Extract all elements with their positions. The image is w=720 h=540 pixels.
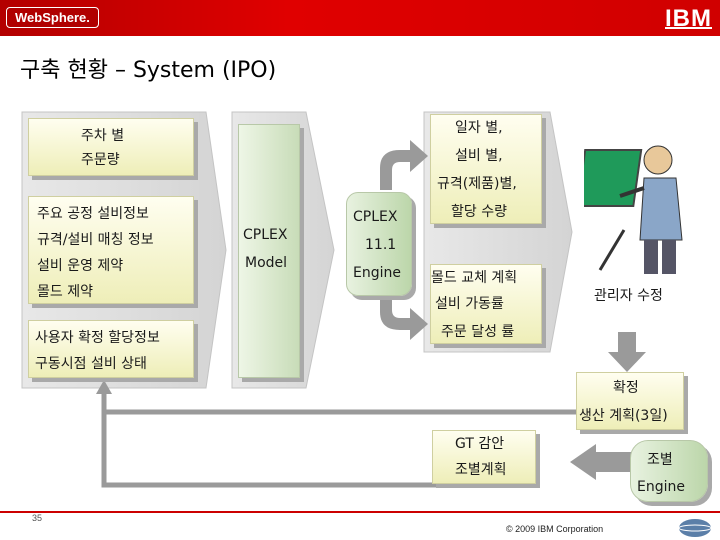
allocation-output-box: 일자 별, 설비 별, 규격(제품)별, 할당 수량 — [430, 114, 542, 224]
page-title: 구축 현황 – System (IPO) — [20, 58, 277, 83]
engine-line1: CPLEX — [353, 209, 398, 225]
user-info-line1: 사용자 확정 할당정보 — [35, 330, 160, 346]
shift-to-gt-arrow — [570, 444, 640, 480]
confirmed-plan-line2: 생산 계획(3일) — [579, 408, 668, 424]
shift-engine-box: 조별 Engine — [630, 440, 708, 502]
feedback-line — [101, 390, 580, 415]
weekly-demand-line2: 주문량 — [81, 152, 120, 168]
user-info-box: 사용자 확정 할당정보 구동시점 설비 상태 — [28, 320, 194, 378]
engine-to-allocation-arrow — [380, 140, 428, 190]
metrics-line1: 몰드 교체 계획 — [431, 270, 518, 286]
cplex-model-box: CPLEX Model — [238, 124, 300, 378]
model-line1: CPLEX — [243, 227, 288, 243]
page-number: 35 — [32, 513, 43, 523]
shift-engine-line2: Engine — [637, 479, 685, 495]
copyright: © 2009 IBM Corporation — [506, 524, 604, 534]
manager-presenter-icon — [584, 145, 683, 274]
engine-line2: 11.1 — [365, 237, 397, 253]
metrics-output-box: 몰드 교체 계획 설비 가동률 주문 달성 률 — [430, 264, 542, 344]
process-info-line4: 몰드 제약 — [37, 284, 93, 300]
confirmed-plan-box: 확정 생산 계획(3일) — [576, 372, 684, 430]
gt-shift-plan-box: GT 감안 조별계획 — [432, 430, 536, 484]
metrics-line3: 주문 달성 률 — [441, 324, 515, 340]
user-info-line2: 구동시점 설비 상태 — [35, 356, 147, 372]
gt-plan-line1: GT 감안 — [455, 436, 505, 452]
websphere-logo: WebSphere. — [6, 7, 99, 28]
process-info-line1: 주요 공정 설비정보 — [37, 206, 149, 222]
allocation-line4: 할당 수량 — [451, 204, 507, 220]
confirmed-plan-line1: 확정 — [613, 380, 639, 396]
feedback-arrowhead — [96, 380, 112, 394]
engine-to-metrics-arrow — [380, 290, 428, 340]
manager-to-plan-arrow — [608, 332, 646, 372]
manager-edit-label: 관리자 수정 — [594, 288, 663, 304]
weekly-demand-box: 주차 별 주문량 — [28, 118, 194, 176]
ibm-logo: IBM — [665, 5, 712, 32]
shift-engine-line1: 조별 — [647, 452, 673, 468]
metrics-line2: 설비 가동률 — [435, 296, 504, 312]
bottom-loop-line — [101, 400, 440, 488]
engine-line3: Engine — [353, 265, 401, 281]
process-info-box: 주요 공정 설비정보 규격/설비 매칭 정보 설비 운영 제약 몰드 제약 — [28, 196, 194, 304]
allocation-line3: 규격(제품)별, — [437, 176, 517, 192]
process-info-line2: 규격/설비 매칭 정보 — [37, 232, 154, 248]
cplex-engine-box: CPLEX 11.1 Engine — [346, 192, 412, 296]
allocation-line1: 일자 별, — [455, 120, 503, 136]
process-info-line3: 설비 운영 제약 — [37, 258, 124, 274]
weekly-demand-line1: 주차 별 — [81, 128, 125, 144]
model-line2: Model — [245, 255, 288, 271]
allocation-line2: 설비 별, — [455, 148, 503, 164]
gt-plan-line2: 조별계획 — [455, 462, 507, 478]
header-bar: WebSphere. IBM — [0, 0, 720, 36]
